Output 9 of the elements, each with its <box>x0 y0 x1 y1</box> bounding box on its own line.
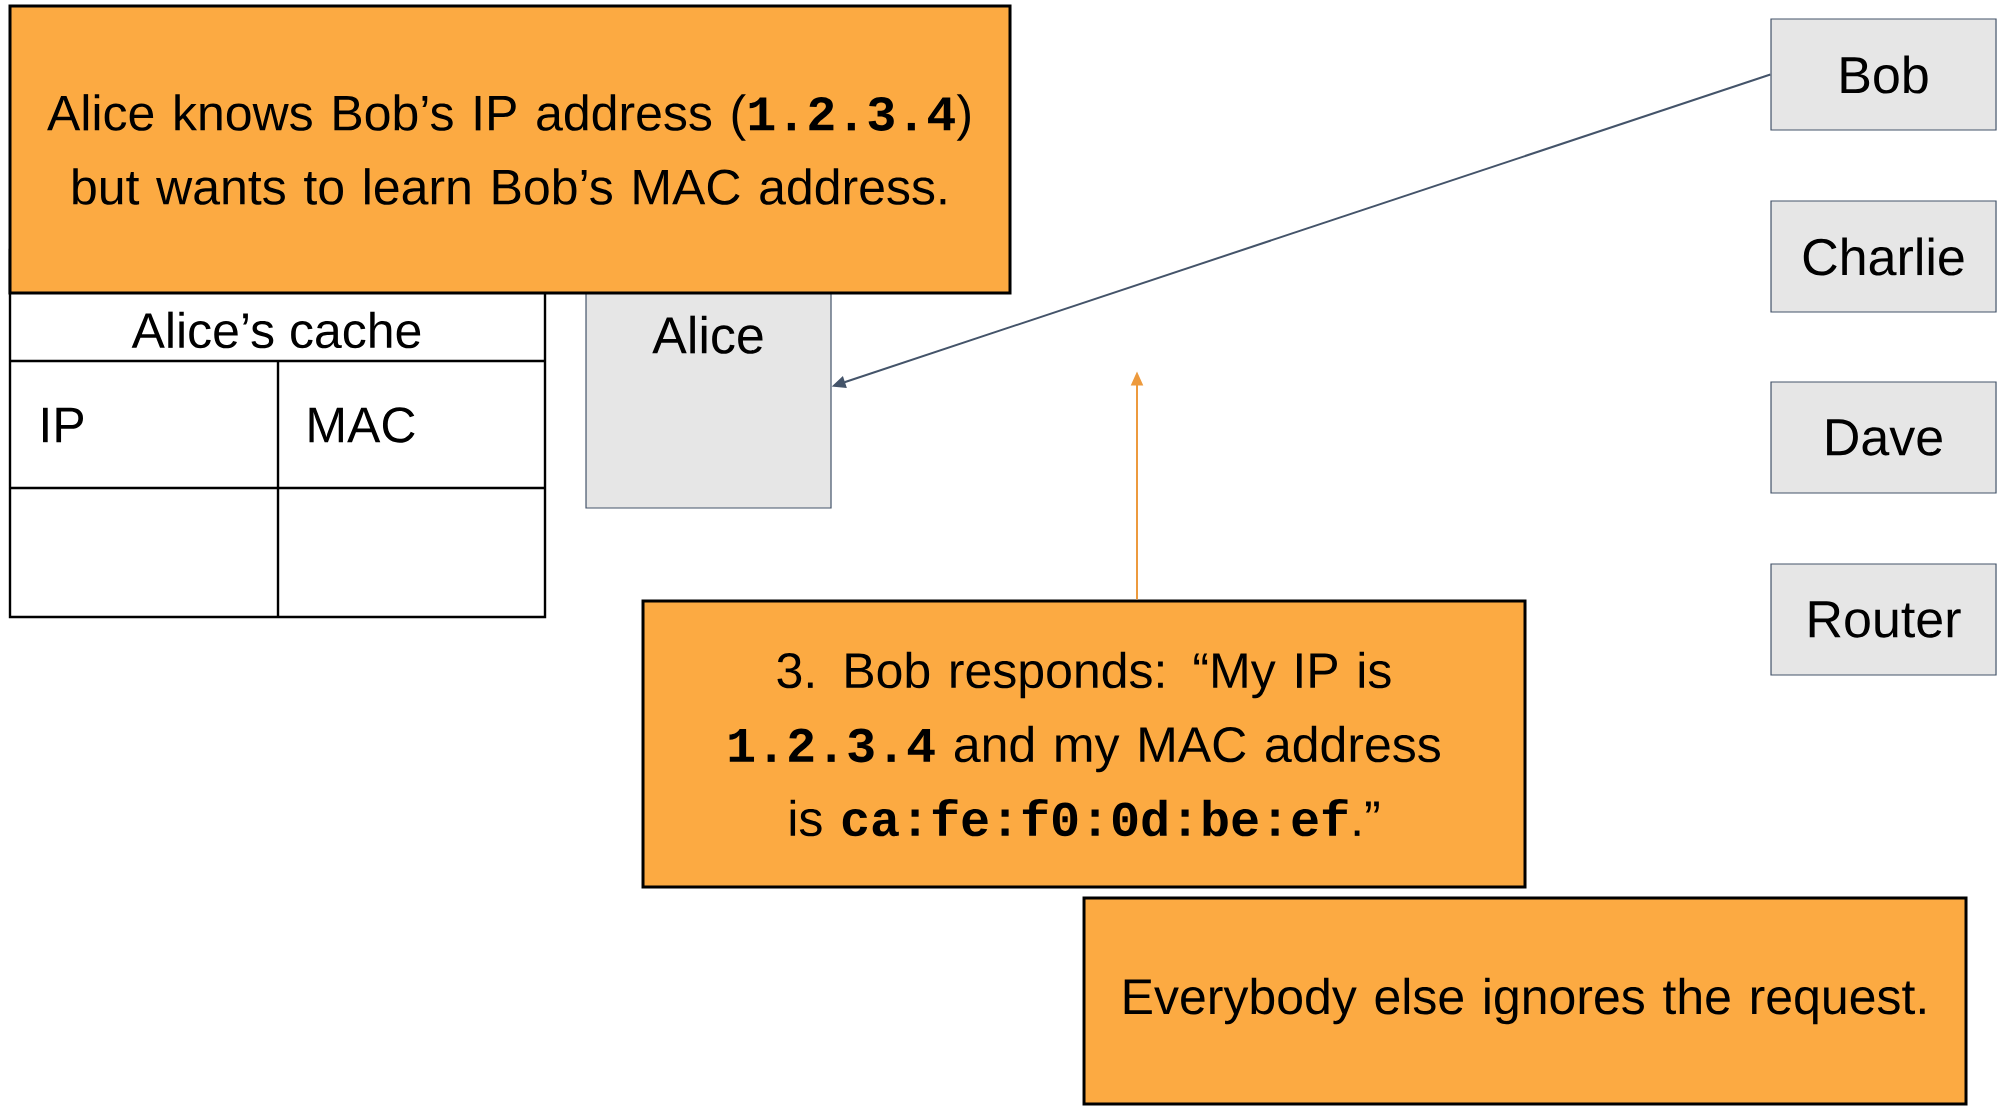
note-box: Alice knows Bob’s IP address (1.2.3.4) but wants to learn Bob’s MAC address. <box>8 4 1012 295</box>
host-box: Charlie <box>1770 200 1997 313</box>
table-cell: MAC <box>309 407 415 443</box>
host-box: Router <box>1770 563 1997 676</box>
note-box: Everybody else ignores the request. <box>1082 896 1968 1106</box>
host-box: Dave <box>1770 381 1997 494</box>
note-box: 3. Bob responds: “My IP is 1.2.3.4 and my MAC address is ca:fe:f0:0d:be:ef.” <box>641 599 1527 889</box>
table-cell: IP <box>43 407 83 443</box>
host-box: Bob <box>1770 18 1997 131</box>
